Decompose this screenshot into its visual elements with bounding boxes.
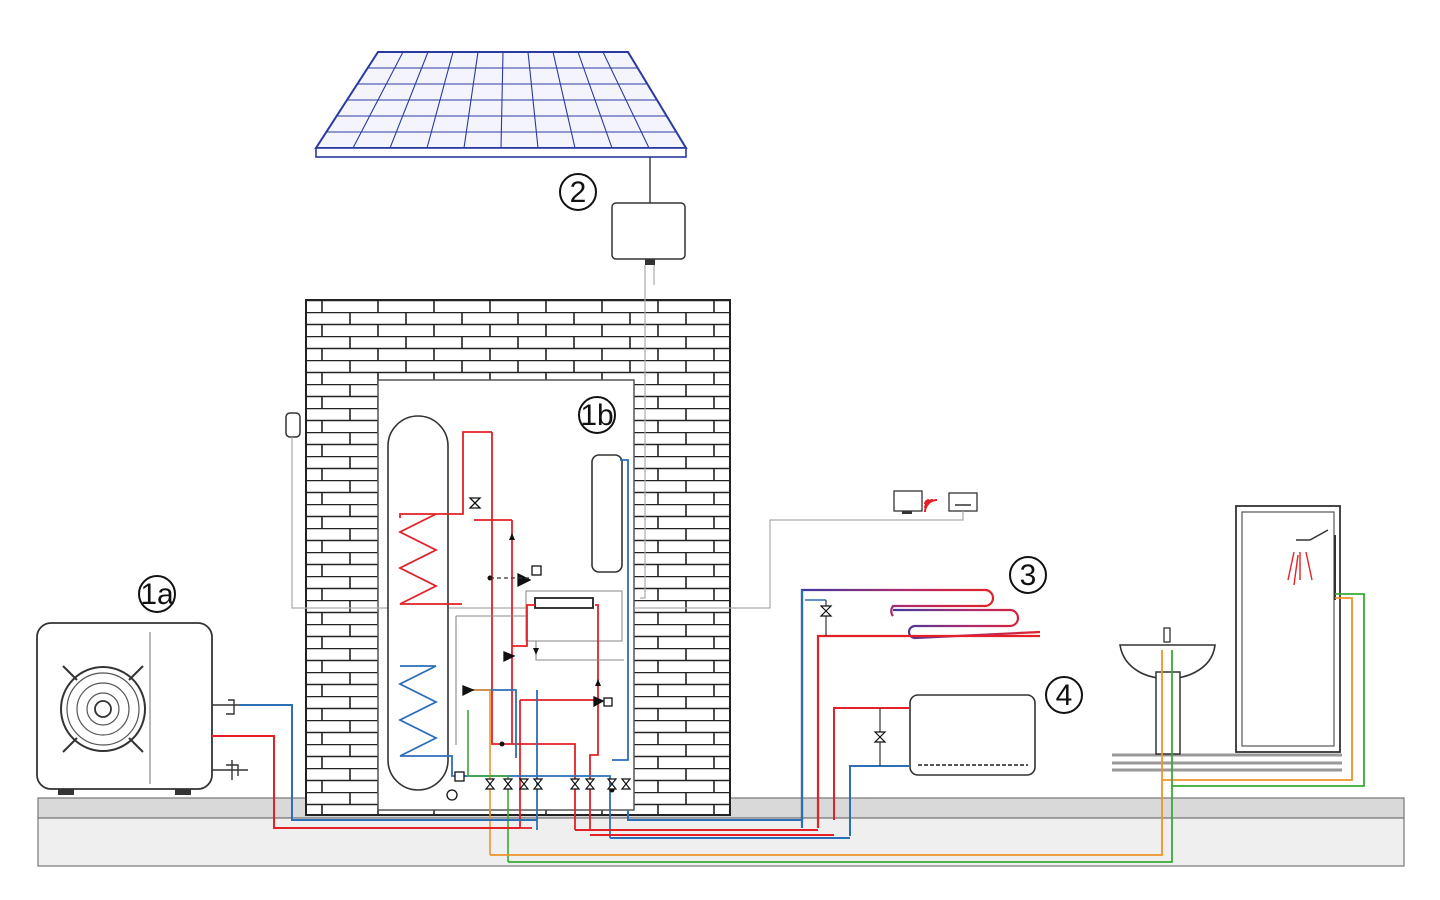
inverter bbox=[611, 202, 686, 599]
motor-valve-icon bbox=[531, 565, 542, 576]
outlet-valve bbox=[569, 778, 581, 790]
expansion-vessel bbox=[591, 454, 623, 573]
hot-water-tank bbox=[387, 415, 449, 791]
label-2: 2 bbox=[559, 173, 597, 211]
valve-glyphs bbox=[446, 497, 613, 801]
svg-text:3: 3 bbox=[1020, 559, 1037, 592]
outlet-valves bbox=[484, 778, 632, 790]
return-pipe-outdoor bbox=[212, 735, 520, 829]
outlet-valve bbox=[484, 778, 496, 790]
fan-convector bbox=[833, 694, 1036, 836]
label-4: 4 bbox=[1045, 676, 1083, 714]
brick-wall bbox=[305, 299, 731, 816]
flow-pipe-outdoor bbox=[240, 704, 537, 821]
outlet-valve bbox=[502, 778, 514, 790]
outlet-valve bbox=[584, 778, 596, 790]
label-1a: 1a bbox=[138, 575, 176, 613]
outdoor-heat-pump bbox=[36, 622, 248, 795]
internal-grey-lines bbox=[455, 615, 624, 745]
svg-text:1b: 1b bbox=[580, 399, 613, 432]
bathroom bbox=[490, 505, 1365, 863]
outlet-valve bbox=[518, 778, 530, 790]
outlet-valve bbox=[620, 778, 632, 790]
wifi-signal-icon bbox=[924, 499, 938, 513]
svg-text:2: 2 bbox=[570, 176, 587, 209]
room-sensor bbox=[285, 412, 301, 438]
outlet-valve bbox=[532, 778, 544, 790]
shower-head-icon bbox=[1287, 529, 1329, 586]
svg-text:1a: 1a bbox=[140, 578, 174, 611]
label-3: 3 bbox=[1009, 556, 1047, 594]
cooling-coil bbox=[397, 665, 439, 757]
fan-icon bbox=[60, 665, 146, 753]
solar-panel bbox=[314, 51, 688, 158]
distribution-pipes bbox=[575, 810, 850, 839]
label-1b: 1b bbox=[578, 396, 616, 434]
controller-group bbox=[634, 490, 978, 609]
plate-heat-exchanger bbox=[534, 597, 594, 609]
outlet-valve bbox=[606, 778, 618, 790]
heating-coil bbox=[397, 431, 492, 605]
svg-text:4: 4 bbox=[1056, 679, 1073, 712]
solar-cell-grid bbox=[326, 51, 677, 149]
floor-heating-circuit bbox=[800, 588, 1041, 828]
